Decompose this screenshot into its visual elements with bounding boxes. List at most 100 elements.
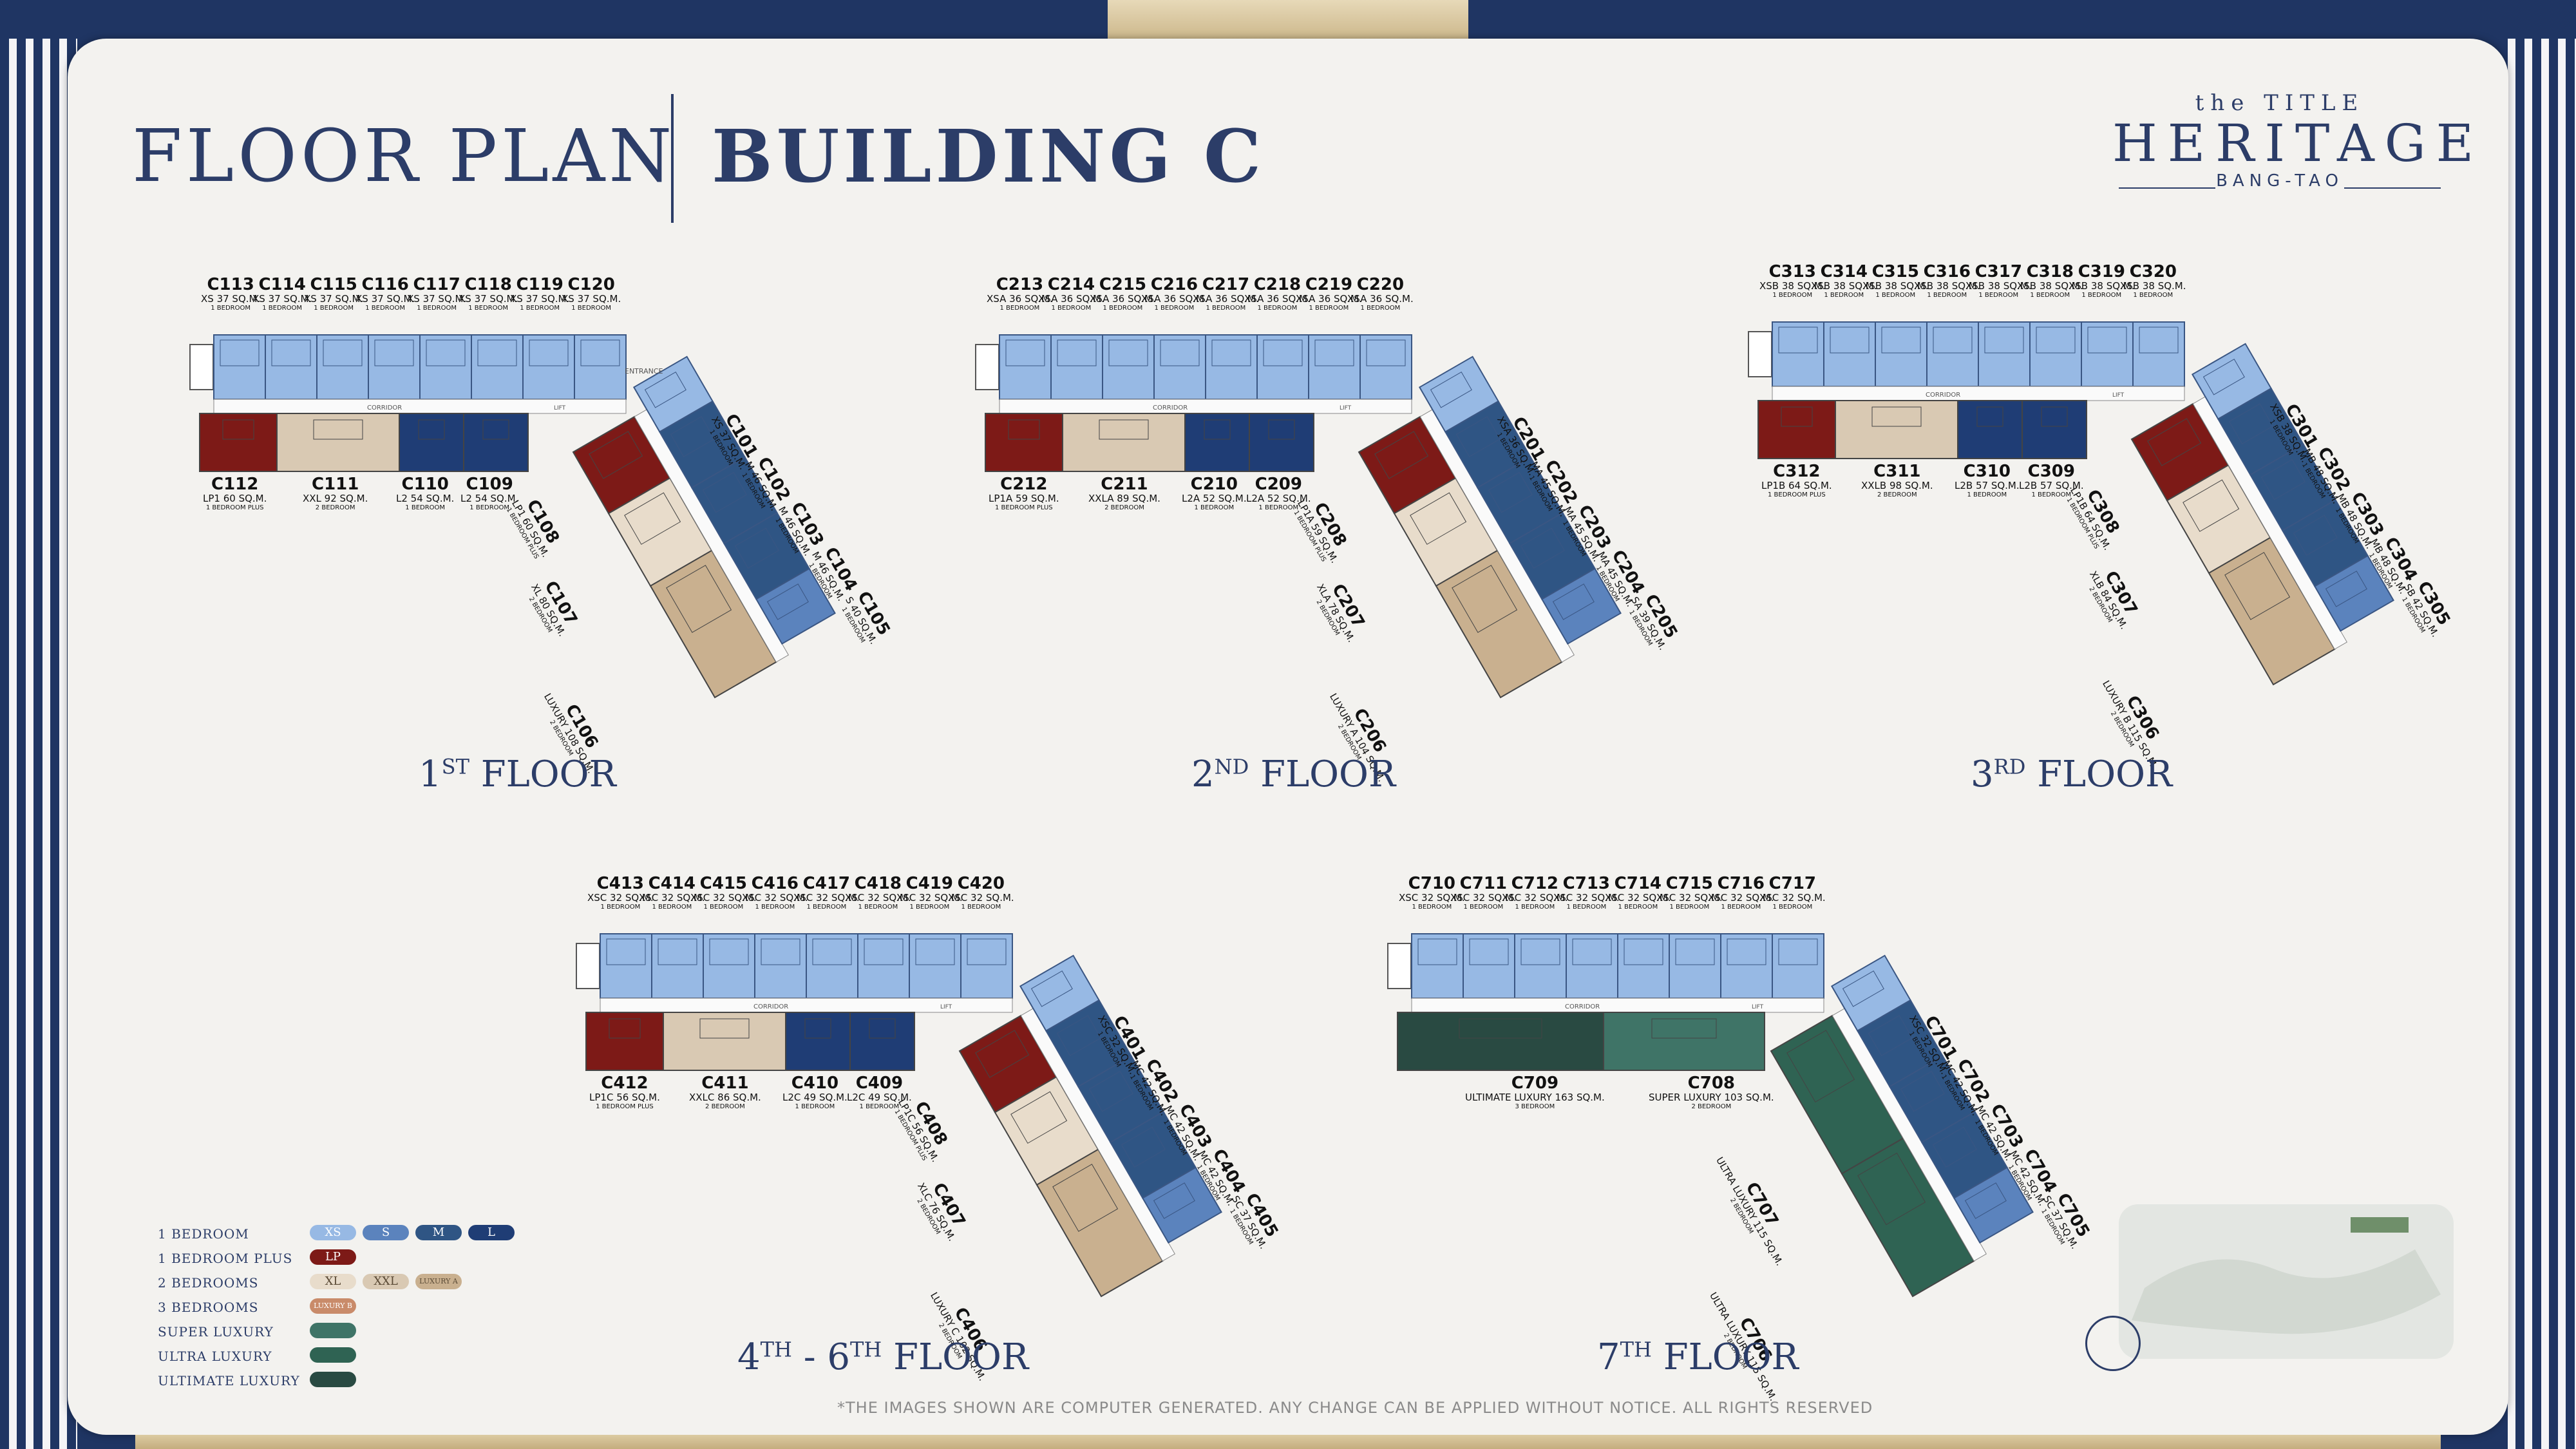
unit-shape[interactable]: [316, 334, 369, 400]
unit-shape[interactable]: [1205, 334, 1258, 400]
unit-shape[interactable]: [2029, 321, 2082, 387]
unit-shape[interactable]: [1256, 334, 1309, 400]
unit-shape[interactable]: [585, 1012, 664, 1071]
unit-shape[interactable]: [999, 334, 1052, 400]
unit-shape[interactable]: [2132, 321, 2185, 387]
unit-shape[interactable]: [1669, 933, 1721, 999]
unit-shape[interactable]: [857, 933, 910, 999]
unit-shape[interactable]: [985, 413, 1063, 472]
unit-shape[interactable]: [909, 933, 961, 999]
unit-shape[interactable]: [2313, 554, 2394, 632]
unit-shape[interactable]: [2022, 400, 2087, 459]
unit-shape[interactable]: [399, 413, 464, 472]
unit-shape[interactable]: [1184, 413, 1250, 472]
unit-shape[interactable]: [1757, 400, 1836, 459]
unit-shape[interactable]: [1978, 321, 2031, 387]
unit-shape[interactable]: [806, 933, 858, 999]
unit-shape[interactable]: [1772, 933, 1824, 999]
unit-shape[interactable]: [1249, 413, 1314, 472]
unit-shape[interactable]: [463, 413, 529, 472]
unit-shape[interactable]: [1603, 1012, 1765, 1071]
unit-shape[interactable]: [1617, 933, 1670, 999]
unit-shape[interactable]: [1308, 334, 1361, 400]
unit-shape[interactable]: [2081, 321, 2134, 387]
unit-shape[interactable]: [1835, 400, 1958, 459]
unit-shape[interactable]: [1359, 334, 1412, 400]
unit-shape[interactable]: [755, 567, 836, 645]
unit-shape[interactable]: [960, 933, 1013, 999]
unit-shape[interactable]: [1540, 567, 1622, 645]
unit-shape[interactable]: [265, 334, 317, 400]
unit-shape[interactable]: [1411, 933, 1464, 999]
unit-shape[interactable]: [1953, 1166, 2034, 1244]
unit-shape[interactable]: [1566, 933, 1618, 999]
unit-shape[interactable]: [1141, 1166, 1222, 1244]
unit-shape[interactable]: [663, 1012, 786, 1071]
unit-shape[interactable]: [213, 334, 266, 400]
unit-shape[interactable]: [651, 933, 704, 999]
unit-shape[interactable]: [785, 1012, 851, 1071]
unit-shape[interactable]: [754, 933, 807, 999]
unit-shape[interactable]: [1514, 933, 1567, 999]
unit-shape[interactable]: [1823, 321, 1876, 387]
unit-shape[interactable]: [199, 413, 278, 472]
unit-shape[interactable]: [1463, 933, 1515, 999]
unit-shape[interactable]: [703, 933, 755, 999]
unit-shape[interactable]: [1050, 334, 1103, 400]
unit-shape[interactable]: [1397, 1012, 1604, 1071]
unit-shape[interactable]: [522, 334, 575, 400]
unit-shape[interactable]: [1926, 321, 1979, 387]
unit-shape[interactable]: [1102, 334, 1155, 400]
unit-shape[interactable]: [1772, 321, 1824, 387]
unit-shape[interactable]: [849, 1012, 915, 1071]
unit-shape[interactable]: [1957, 400, 2023, 459]
unit-shape[interactable]: [1875, 321, 1927, 387]
